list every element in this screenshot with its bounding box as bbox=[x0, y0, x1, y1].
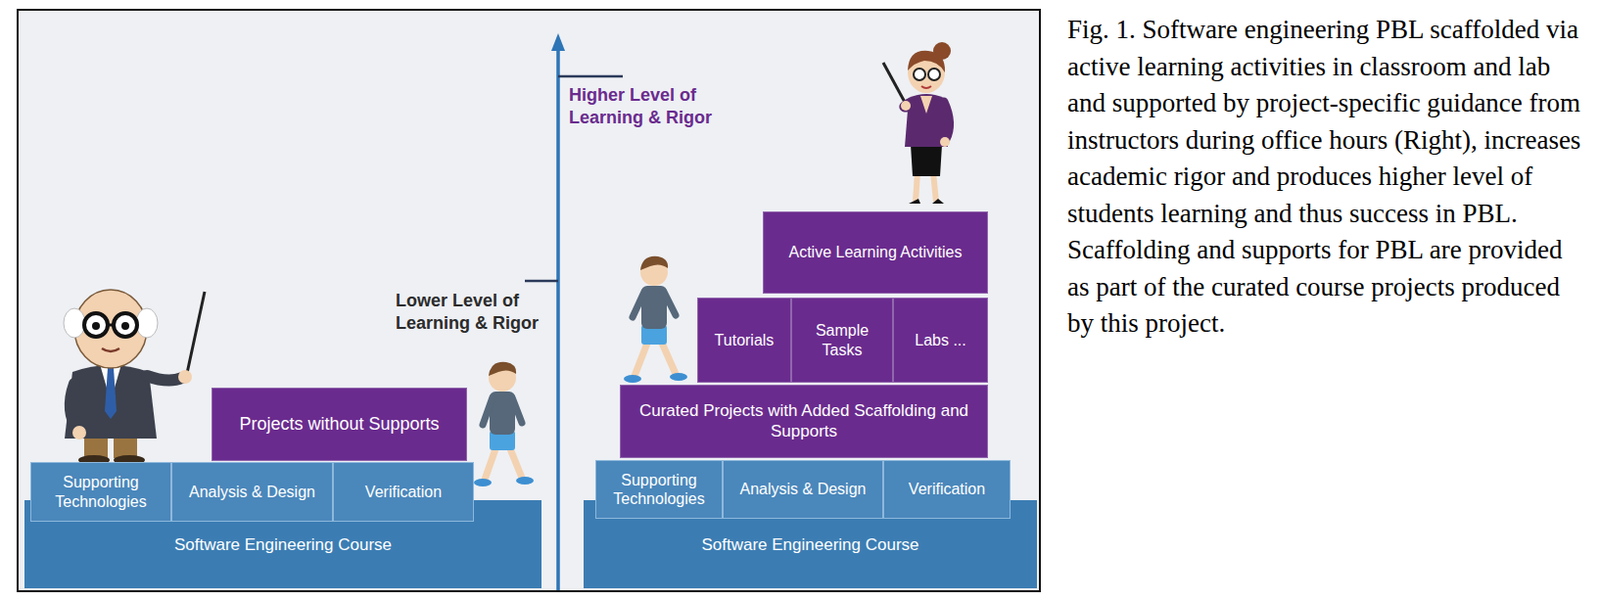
box-label: Analysis & Design bbox=[188, 482, 316, 502]
box-label: Active Learning Activities bbox=[789, 242, 963, 262]
box-label: Labs ... bbox=[914, 330, 966, 350]
course-topic-box: Supporting Technologies bbox=[30, 462, 172, 522]
support-box: Curated Projects with Added Scaffolding … bbox=[619, 384, 989, 459]
box-label: Curated Projects with Added Scaffolding … bbox=[626, 401, 982, 442]
teacher-figure bbox=[883, 42, 951, 204]
course-topic-box: Verification bbox=[332, 462, 474, 522]
support-box: Projects without Supports bbox=[211, 387, 468, 462]
box-label: Supporting Technologies bbox=[602, 470, 716, 509]
box-label: Verification bbox=[908, 479, 986, 499]
figure-caption: Fig. 1. Software engineering PBL scaffol… bbox=[1067, 11, 1591, 343]
support-box: Tutorials bbox=[697, 297, 792, 383]
student-figure bbox=[473, 362, 534, 487]
professor-figure bbox=[63, 289, 205, 466]
higher-level-label: Higher Level of Learning & Rigor bbox=[568, 84, 738, 129]
support-box: Sample Tasks bbox=[791, 297, 894, 383]
lower-level-label: Lower Level of Learning & Rigor bbox=[395, 289, 553, 334]
support-box: Active Learning Activities bbox=[762, 211, 989, 294]
student-figure bbox=[623, 256, 688, 383]
course-topic-box: Analysis & Design bbox=[722, 460, 884, 519]
support-box: Labs ... bbox=[893, 297, 989, 383]
box-label: Projects without Supports bbox=[238, 414, 439, 436]
box-label: Tutorials bbox=[714, 330, 775, 350]
course-topic-box: Supporting Technologies bbox=[595, 460, 723, 519]
box-label: Software Engineering Course bbox=[701, 535, 919, 556]
box-label: Verification bbox=[365, 482, 442, 502]
box-label: Supporting Technologies bbox=[37, 472, 165, 511]
figure-frame bbox=[17, 9, 1040, 592]
course-topic-box: Verification bbox=[883, 460, 1011, 519]
course-topic-box: Analysis & Design bbox=[171, 462, 333, 522]
box-label: Software Engineering Course bbox=[174, 535, 392, 556]
box-label: Sample Tasks bbox=[798, 321, 887, 359]
box-label: Analysis & Design bbox=[740, 479, 867, 499]
